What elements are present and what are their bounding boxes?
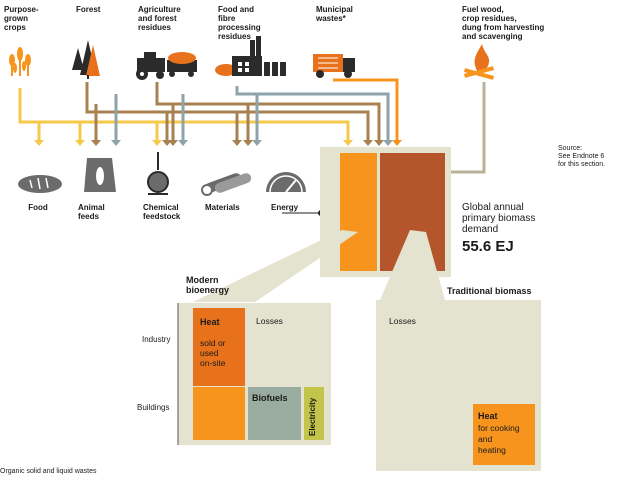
traditional-heat-block <box>473 404 535 465</box>
fire-icon <box>463 44 495 80</box>
electricity-block <box>304 387 324 440</box>
use-label-energy: Energy <box>271 203 299 212</box>
flow-line-agri <box>94 82 381 140</box>
modern-heat-subtitle: sold or used on-site <box>200 338 226 368</box>
biofuels-block <box>248 387 301 440</box>
footnote: Organic solid and liquid wastes <box>0 468 97 475</box>
source-label-food-fibre-residues: Food and fibre processing residues <box>218 5 261 41</box>
buildings-label: Buildings <box>137 403 170 412</box>
tractor-icon <box>136 52 197 80</box>
modern-expansion <box>193 230 358 302</box>
source-label-fuel-wood: Fuel wood, crop residues, dung from harv… <box>462 5 545 41</box>
traditional-biomass-title: Traditional biomass <box>447 286 532 296</box>
modern-losses-label: Losses <box>256 316 283 326</box>
source-label-purpose-grown-crops: Purpose- grown crops <box>4 5 39 32</box>
flow-line-food-fibre <box>114 86 390 140</box>
wood-logs-icon <box>201 173 252 196</box>
traditional-expansion <box>380 230 445 300</box>
wheat-icon <box>9 47 31 76</box>
industry-label: Industry <box>142 335 171 344</box>
arrowheads-blue <box>111 140 393 146</box>
garbage-truck-icon <box>313 54 355 78</box>
demand-label: Global annual primary biomass demand <box>462 202 536 235</box>
source-label-agriculture-residues: Agriculture and forest residues <box>138 5 181 32</box>
modern-bioenergy-title: Modern bioenergy <box>186 275 230 295</box>
factory-icon <box>215 36 286 76</box>
arrowheads-brown <box>91 140 384 146</box>
demand-modern-bar <box>340 153 377 271</box>
modern-heat-buildings <box>193 387 245 440</box>
use-label-chemical-feedstock: Chemical feedstock <box>143 203 181 221</box>
traditional-heat-title: Heat <box>478 411 498 421</box>
gauge-icon <box>266 172 306 193</box>
modern-heat-industry <box>193 308 245 386</box>
modern-heat-title: Heat <box>200 317 220 327</box>
bread-icon <box>18 175 62 193</box>
electricity-label: Electricity <box>308 397 317 436</box>
biofuels-label: Biofuels <box>252 393 288 403</box>
traditional-heat-subtitle: for cooking and heating <box>478 423 520 455</box>
source-note: Source: See Endnote 6 for this section. <box>558 145 606 168</box>
arrowheads-yellow <box>34 140 353 146</box>
traditional-losses-label: Losses <box>389 316 416 326</box>
demand-value: 55.6 EJ <box>462 238 514 255</box>
tree-icon <box>72 40 100 79</box>
source-label-forest: Forest <box>76 5 101 14</box>
flow-line-municipal <box>333 78 399 140</box>
feed-sack-icon <box>84 158 116 192</box>
use-label-animal-feeds: Animal feeds <box>78 203 105 221</box>
flow-line-forest <box>85 82 370 140</box>
use-label-food: Food <box>28 203 48 212</box>
arrowhead-orange <box>392 140 402 146</box>
use-label-materials: Materials <box>205 203 240 212</box>
source-label-municipal-wastes: Municipal wastes* <box>316 5 353 23</box>
flask-icon <box>147 152 169 195</box>
